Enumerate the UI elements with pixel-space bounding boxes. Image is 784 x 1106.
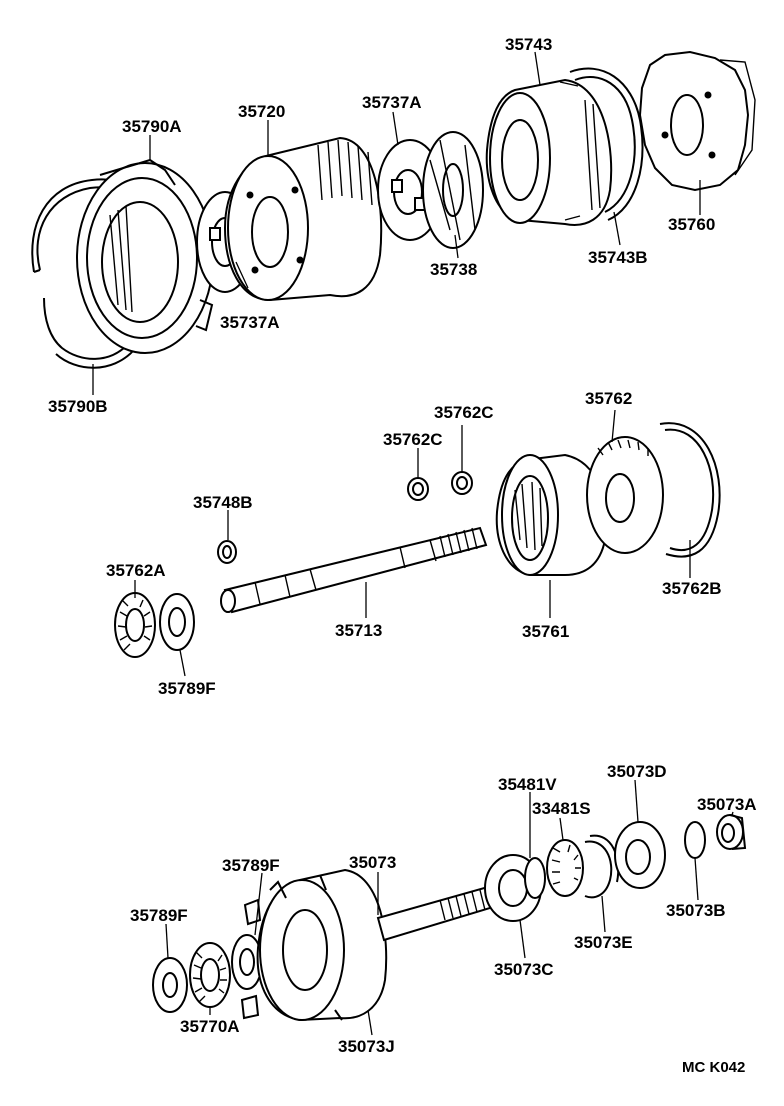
bushing-35073a — [717, 815, 745, 849]
leader-lines — [93, 52, 733, 1035]
label-35760: 35760 — [668, 215, 715, 234]
ring-gear-35761 — [497, 455, 606, 575]
shaft-35713 — [221, 528, 486, 612]
label-35073: 35073 — [349, 853, 396, 872]
plate-35738 — [423, 132, 483, 248]
snap-ring-35762b — [660, 423, 720, 556]
clip-35073e — [585, 836, 618, 898]
label-35762a: 35762A — [106, 561, 166, 580]
gear-flange-35762 — [587, 437, 663, 553]
label-33481s: 33481S — [532, 799, 591, 818]
gear-33481s — [547, 840, 583, 896]
washer-35789f-mid — [160, 594, 194, 650]
gear-plate-35760 — [640, 52, 755, 190]
label-35073b: 35073B — [666, 901, 726, 920]
label-35790a: 35790A — [122, 117, 182, 136]
label-35770a: 35770A — [180, 1017, 240, 1036]
snap-ring-35073b — [685, 822, 705, 858]
bearing-35073d — [615, 822, 665, 888]
drum-35073j — [242, 870, 386, 1020]
label-35789f-mid: 35789F — [158, 679, 216, 698]
label-35762c-left: 35762C — [383, 430, 443, 449]
clutch-drum-35743 — [487, 80, 611, 225]
label-35790b: 35790B — [48, 397, 108, 416]
washer-35789f-left — [153, 958, 187, 1012]
label-35743b: 35743B — [588, 248, 648, 267]
label-35762b: 35762B — [662, 579, 722, 598]
needle-bearing-35762a — [115, 593, 155, 657]
label-35743: 35743 — [505, 35, 552, 54]
ring-35481v — [525, 858, 545, 898]
label-35073e: 35073E — [574, 933, 633, 952]
snap-ring-35762c-right — [452, 472, 472, 494]
clip-35748b — [218, 541, 236, 563]
label-35762c-right: 35762C — [434, 403, 494, 422]
diagram-code: MC K042 — [682, 1059, 745, 1076]
label-35738: 35738 — [430, 260, 477, 279]
label-35789f-bottom-right: 35789F — [222, 856, 280, 875]
label-35720: 35720 — [238, 102, 285, 121]
label-35737a-top: 35737A — [362, 93, 422, 112]
shaft-35073 — [378, 885, 500, 940]
label-35737a-bottom: 35737A — [220, 313, 280, 332]
label-35073d: 35073D — [607, 762, 667, 781]
clutch-hub-35720 — [225, 138, 381, 300]
label-35762: 35762 — [585, 389, 632, 408]
label-35073c: 35073C — [494, 960, 554, 979]
label-35789f-bottom-left: 35789F — [130, 906, 188, 925]
label-35073a: 35073A — [697, 795, 757, 814]
label-35073j: 35073J — [338, 1037, 395, 1056]
snap-ring-35762c-left — [408, 478, 428, 500]
needle-bearing-35770a — [190, 943, 230, 1007]
label-35481v: 35481V — [498, 775, 557, 794]
label-35761: 35761 — [522, 622, 569, 641]
label-35748b: 35748B — [193, 493, 253, 512]
label-35713: 35713 — [335, 621, 382, 640]
